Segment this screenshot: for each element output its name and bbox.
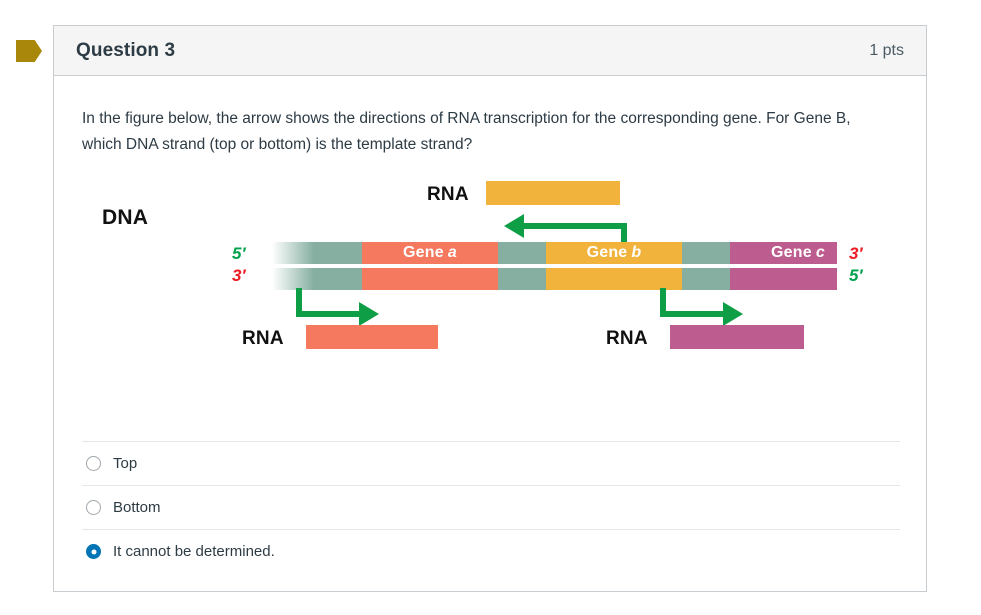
dna-duplex: Gene a Gene b Gene c — [272, 242, 837, 290]
strand-fade-left-top — [272, 242, 314, 264]
gene-a-bottom — [362, 268, 498, 290]
strand-separator — [272, 264, 837, 268]
answer-option-top[interactable]: Top — [82, 441, 900, 485]
gene-b-label: Gene b — [586, 244, 642, 261]
gene-a-label: Gene a — [403, 244, 457, 261]
question-body: In the figure below, the arrow shows the… — [54, 76, 926, 376]
gene-c-top: Gene c — [730, 242, 837, 264]
spacer-bottom-1 — [314, 268, 362, 290]
rna-bar-gene-c — [670, 325, 804, 349]
gene-b-bottom — [546, 268, 682, 290]
rna-bar-gene-a — [306, 325, 438, 349]
right-end-3prime: 3′ — [849, 244, 863, 263]
arrow-gene-a — [296, 288, 379, 326]
flag-icon — [16, 40, 42, 62]
question-points: 1 pts — [869, 41, 904, 59]
radio-top[interactable] — [86, 456, 101, 471]
spacer-top-3 — [682, 242, 730, 264]
gene-c-label: Gene c — [771, 244, 825, 261]
strand-fade-left-bottom — [272, 268, 314, 290]
dna-strand-bottom — [272, 268, 837, 290]
dna-label: DNA — [102, 206, 149, 229]
spacer-top-2 — [498, 242, 546, 264]
answer-option-cannot-be-determined[interactable]: It cannot be determined. — [82, 529, 900, 573]
right-end-5prime: 5′ — [849, 266, 863, 285]
rna-bar-gene-b — [486, 181, 620, 205]
gene-c-bottom — [730, 268, 837, 290]
gene-b-top: Gene b — [546, 242, 682, 264]
spacer-bottom-3 — [682, 268, 730, 290]
answer-label-top: Top — [113, 455, 138, 472]
transcription-figure: DNA RNA 5′ 3′ 3′ 5′ — [82, 176, 912, 376]
page-title: Question 3 — [76, 39, 176, 61]
spacer-top-1 — [314, 242, 362, 264]
gene-a-top: Gene a — [362, 242, 498, 264]
rna-label-gene-a: RNA — [242, 328, 284, 349]
question-prompt: In the figure below, the arrow shows the… — [82, 110, 851, 153]
rna-label-gene-c: RNA — [606, 328, 648, 349]
radio-bottom[interactable] — [86, 500, 101, 515]
question-header: Question 3 1 pts — [54, 26, 926, 76]
spacer-bottom-2 — [498, 268, 546, 290]
arrow-gene-c — [660, 288, 743, 326]
left-end-5prime: 5′ — [232, 244, 246, 263]
answer-label-bottom: Bottom — [113, 499, 161, 516]
left-end-3prime: 3′ — [232, 266, 246, 285]
radio-cannot-be-determined[interactable] — [86, 544, 101, 559]
dna-strand-top: Gene a Gene b Gene c — [272, 242, 837, 264]
answer-option-bottom[interactable]: Bottom — [82, 485, 900, 529]
rna-label-top: RNA — [427, 184, 469, 205]
answer-options: Top Bottom It cannot be determined. — [82, 441, 900, 573]
answer-label-cannot-be-determined: It cannot be determined. — [113, 543, 275, 560]
question-card: Question 3 1 pts In the figure below, th… — [53, 25, 927, 592]
